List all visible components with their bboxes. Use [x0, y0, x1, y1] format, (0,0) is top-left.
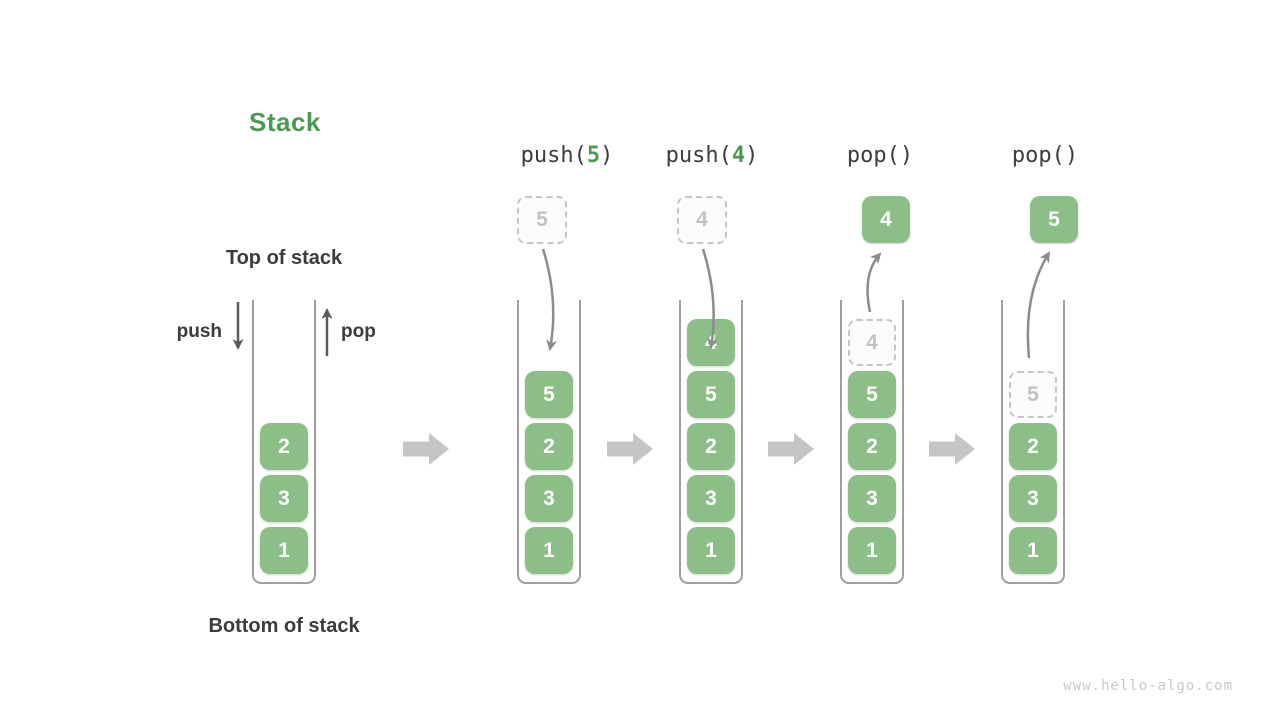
- stack-item-box: 3: [848, 475, 896, 522]
- stack-item-box: 3: [1009, 475, 1057, 522]
- step-arrow-icon: [607, 433, 653, 465]
- stack-item-box: 3: [525, 475, 573, 522]
- stack-container-initial: [252, 300, 316, 584]
- op-text: pop(): [846, 143, 914, 168]
- popped-item-box: 4: [862, 196, 910, 243]
- stack-item-box: 5: [687, 371, 735, 418]
- bottom-of-stack-label: Bottom of stack: [208, 615, 360, 637]
- stack-item-box: 2: [1009, 423, 1057, 470]
- op-arg: 5: [586, 143, 601, 168]
- stack-item-box: 2: [525, 423, 573, 470]
- removed-slot-box: 5: [1009, 371, 1057, 418]
- stack-item-box: 1: [525, 527, 573, 574]
- stack-item-box: 4: [687, 319, 735, 366]
- incoming-item-box: 5: [517, 196, 567, 244]
- stack-item-box: 1: [848, 527, 896, 574]
- popped-item-box: 5: [1030, 196, 1078, 243]
- op-arg: 4: [731, 143, 746, 168]
- stack-item-box: 1: [1009, 527, 1057, 574]
- stack-item-box: 3: [687, 475, 735, 522]
- stack-container-after-push4: [679, 300, 743, 584]
- removed-slot-box: 4: [848, 319, 896, 366]
- stack-item-box: 2: [687, 423, 735, 470]
- stack-container-after-push5: [517, 300, 581, 584]
- op-text: ): [600, 143, 614, 168]
- stack-item-box: 3: [260, 475, 308, 522]
- op-text: ): [745, 143, 759, 168]
- stack-item-box: 2: [260, 423, 308, 470]
- stack-item-box: 1: [687, 527, 735, 574]
- stack-container-after-pop1: [840, 300, 904, 584]
- site-watermark: www.hello-algo.com: [1063, 678, 1233, 694]
- diagram-title: Stack: [249, 107, 321, 137]
- stack-item-box: 5: [525, 371, 573, 418]
- stack-item-box: 2: [848, 423, 896, 470]
- step-arrow-icon: [403, 433, 449, 465]
- stack-container-after-pop2: [1001, 300, 1065, 584]
- step-arrow-icon: [768, 433, 814, 465]
- pop-label: pop: [341, 321, 376, 342]
- operation-label-push-4: push(4): [666, 143, 759, 168]
- op-text: pop(): [1011, 143, 1079, 168]
- operation-label-pop-2: pop(): [1012, 143, 1078, 168]
- operation-label-pop-1: pop(): [847, 143, 913, 168]
- push-label: push: [176, 321, 222, 342]
- operation-label-push-5: push(5): [521, 143, 614, 168]
- stack-item-box: 5: [848, 371, 896, 418]
- top-of-stack-label: Top of stack: [225, 247, 343, 269]
- stack-item-box: 1: [260, 527, 308, 574]
- step-arrow-icon: [929, 433, 975, 465]
- op-text: push(: [520, 143, 587, 168]
- incoming-item-box: 4: [677, 196, 727, 244]
- op-text: push(: [665, 143, 732, 168]
